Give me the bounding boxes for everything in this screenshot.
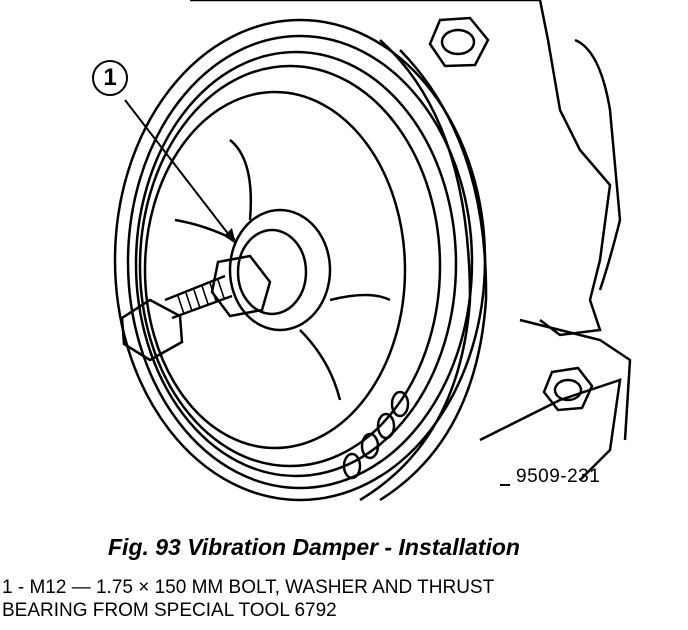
- figure-code: 9509-231: [516, 466, 601, 487]
- lower-bolt-head: [542, 366, 594, 412]
- threaded-rod: [164, 274, 233, 320]
- rod-threads: [177, 279, 225, 315]
- engine-outline: [190, 0, 612, 337]
- damper-hole-3: [376, 412, 396, 440]
- bolt-nut: [210, 254, 272, 318]
- upper-bolt-face: [440, 28, 476, 56]
- figure-caption: Fig. 93 Vibration Damper - Installation: [108, 534, 520, 560]
- engine-edge: [574, 38, 622, 291]
- lower-bolt-face: [553, 378, 583, 402]
- callout-number: 1: [103, 64, 117, 91]
- thrust-bearing: [236, 228, 308, 316]
- bracket-outline: [479, 378, 622, 481]
- legend-line-1: 1 - M12 — 1.75 × 150 MM BOLT, WASHER AND…: [2, 577, 495, 598]
- callout-arrowhead: [224, 228, 236, 244]
- belt-groove-2: [379, 49, 488, 502]
- callout-marker: 1: [92, 60, 128, 96]
- upper-bolt-head: [428, 16, 490, 68]
- belt-groove-1: [359, 39, 472, 502]
- damper-inner-rim: [143, 90, 407, 450]
- damper-hub: [228, 208, 332, 332]
- damper-rim-3: [134, 50, 458, 478]
- figure-legend: 1 - M12 — 1.75 × 150 MM BOLT, WASHER AND…: [2, 576, 686, 622]
- damper-hole-4: [390, 390, 410, 418]
- vibration-damper-illustration: [113, 0, 632, 502]
- spoke-4: [329, 293, 391, 302]
- legend-line-2: BEARING FROM SPECIAL TOOL 6792: [2, 600, 337, 621]
- hex-head-bolt: [120, 298, 184, 362]
- damper-rim-4: [138, 64, 442, 468]
- damper-hole-1: [342, 452, 362, 480]
- damper-rim-2: [126, 34, 474, 490]
- spoke-1: [229, 139, 253, 221]
- bracket-edge: [519, 318, 632, 441]
- callout-leader: [124, 99, 237, 245]
- damper-outer-rim: [113, 18, 487, 502]
- spoke-3: [299, 329, 342, 401]
- damper-hole-2: [360, 432, 380, 460]
